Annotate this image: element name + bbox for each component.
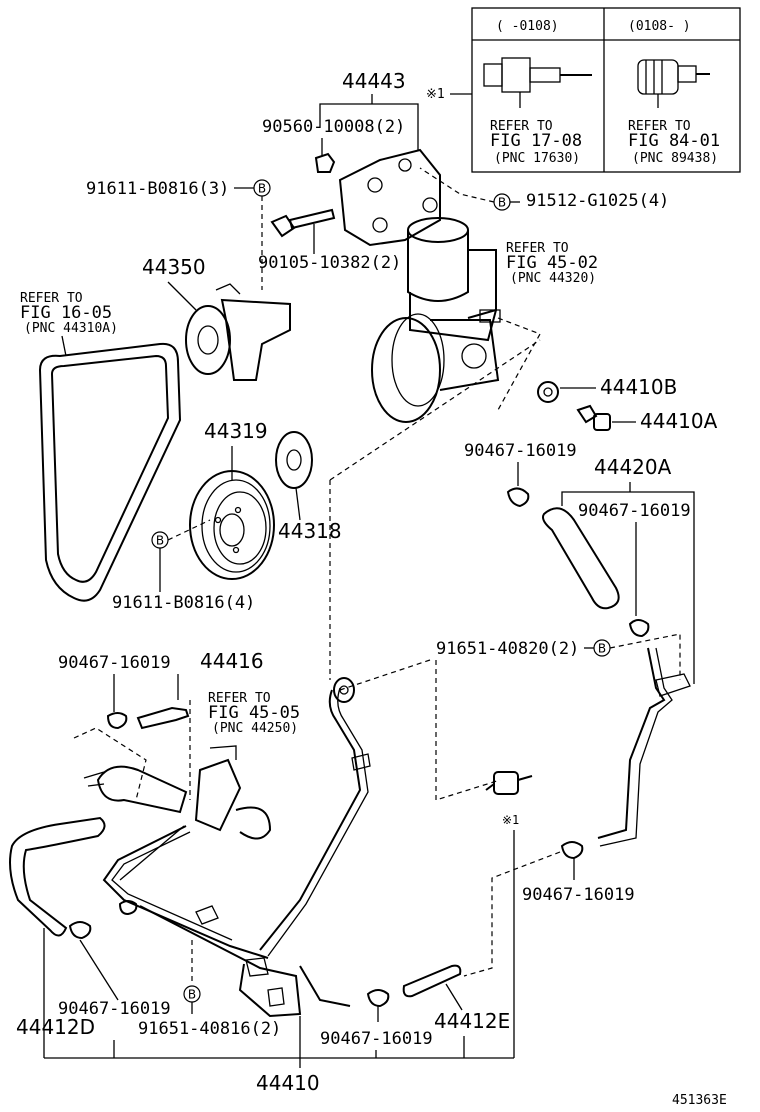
- belt-refer-line1: REFER TO: [20, 291, 83, 306]
- pressure-line-assembly-icon: [102, 687, 371, 1018]
- return-hose-left-icon: [9, 816, 106, 937]
- return-pipe-icon: [597, 647, 691, 847]
- marker-1-bottom: ※1: [502, 813, 519, 827]
- belt-refer-line3: (PNC 44310A): [24, 321, 118, 336]
- return-hose-e-icon: [402, 964, 462, 998]
- label-44443: 44443: [342, 69, 406, 93]
- hose-clamp-icon: [106, 712, 128, 730]
- inset-col1-refer-line3: (PNC 17630): [494, 151, 580, 166]
- label-44410A: 44410A: [640, 409, 718, 433]
- label-90560: 90560-10008(2): [262, 117, 405, 137]
- ref-b-bubble-text: B: [498, 196, 506, 210]
- bolt-icon: [270, 208, 336, 238]
- label-90467-e: 90467-16019: [58, 999, 171, 1019]
- inset-frame: [471, 7, 741, 173]
- inset-panel: ( -0108) (0108- ) ※1 REFER TO FIG 17-08 …: [426, 7, 741, 173]
- union-icon: [136, 706, 190, 730]
- label-44319: 44319: [204, 419, 268, 443]
- drive-belt-icon: [38, 342, 182, 602]
- label-90467-c: 90467-16019: [522, 885, 635, 905]
- label-44410B: 44410B: [600, 375, 677, 399]
- hose-clamp-icon: [68, 921, 92, 940]
- inset-col1-refer-line2: FIG 17-08: [490, 131, 582, 151]
- label-90105: 90105-10382(2): [258, 253, 401, 273]
- inset-marker: ※1: [426, 87, 445, 102]
- hose-clamp-icon: [118, 900, 138, 916]
- pressure-switch-new-icon: [637, 59, 710, 108]
- ref-b-bubble-text: B: [258, 182, 266, 196]
- reservoir-refer-line1: REFER TO: [506, 241, 569, 256]
- power-steering-pump-icon: [371, 217, 501, 423]
- label-44412D: 44412D: [16, 1015, 95, 1039]
- inset-col2-refer-line2: FIG 84-01: [628, 131, 720, 151]
- pressure-switch-icon: [485, 771, 533, 795]
- reservoir-refer-line3: (PNC 44320): [510, 271, 596, 286]
- inset-col2-refer-line1: REFER TO: [628, 119, 691, 134]
- label-90467-f: 90467-16019: [320, 1029, 433, 1049]
- label-44416: 44416: [200, 649, 264, 673]
- inset-col1-header: ( -0108): [496, 19, 559, 34]
- label-90467-d: 90467-16019: [58, 653, 171, 673]
- belt-tensioner-icon: [185, 283, 291, 381]
- inset-col2-header: (0108- ): [628, 19, 691, 34]
- label-91611-top: 91611-B0816(3): [86, 179, 229, 199]
- inset-col1-refer-line1: REFER TO: [490, 119, 553, 134]
- steering-refer-line2: FIG 45-05: [208, 703, 300, 723]
- fitting-bolt-icon: [576, 404, 611, 431]
- hose-clamp-icon: [628, 619, 650, 638]
- belt-refer-line2: FIG 16-05: [20, 303, 112, 323]
- pressure-switch-old-icon: [483, 57, 592, 108]
- union-bolt-icon: [537, 381, 559, 403]
- return-hose-icon: [542, 507, 620, 610]
- figure-id: 451363E: [672, 1093, 727, 1108]
- steering-refer-line1: REFER TO: [208, 691, 271, 706]
- damper-plate-icon: [275, 431, 313, 489]
- label-44410: 44410: [256, 1071, 320, 1095]
- label-90467-b: 90467-16019: [578, 501, 691, 521]
- label-91651-bottom: 91651-40816(2): [138, 1019, 281, 1039]
- label-44350: 44350: [142, 255, 206, 279]
- reservoir-refer-line2: FIG 45-02: [506, 253, 598, 273]
- label-91651-top: 91651-40820(2): [436, 639, 579, 659]
- inset-col2-refer-line3: (PNC 89438): [632, 151, 718, 166]
- hose-clamp-icon: [506, 487, 530, 508]
- hose-clamp-icon: [560, 841, 584, 860]
- mounting-bracket-icon: [338, 148, 441, 247]
- label-91611-bottom: 91611-B0816(4): [112, 593, 255, 613]
- crank-pulley-icon: [189, 470, 275, 580]
- label-44412E: 44412E: [434, 1009, 510, 1033]
- steering-gear-icon: [83, 745, 272, 840]
- hose-clamp-icon: [366, 989, 390, 1008]
- label-91512: 91512-G1025(4): [526, 191, 669, 211]
- steering-refer-line3: (PNC 44250): [212, 721, 298, 736]
- label-90467-a: 90467-16019: [464, 441, 577, 461]
- label-44420A: 44420A: [594, 455, 672, 479]
- ref-b-bubble-text: B: [188, 988, 196, 1002]
- union-bolt-icon: [333, 677, 355, 703]
- label-44318: 44318: [278, 519, 342, 543]
- ref-b-bubble-text: B: [598, 642, 606, 656]
- nut-icon: [314, 152, 336, 173]
- ref-b-bubble-text: B: [156, 534, 164, 548]
